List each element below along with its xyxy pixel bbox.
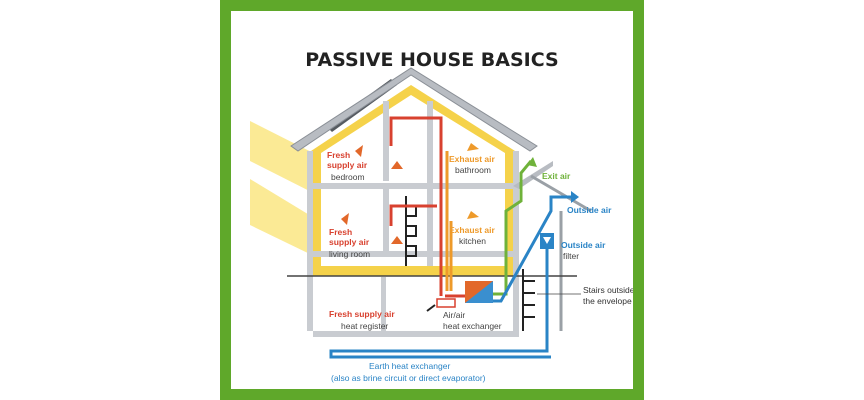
bedroom-label: bedroom <box>331 172 365 182</box>
stairs-label: Stairs outside the envelope <box>583 285 633 306</box>
insulation-envelope <box>311 85 515 276</box>
stairs-line: Stairs outside <box>583 285 633 295</box>
heat-exchanger-label-a: Air/air <box>443 310 465 320</box>
annex <box>513 161 592 331</box>
earth-exchanger-label: Earth heat exchanger <box>369 361 450 371</box>
heat-exchanger-diagonal <box>465 281 493 303</box>
stairs-line: the envelope <box>583 296 632 306</box>
bedroom-supply-line: Fresh <box>327 150 350 160</box>
outside-air-filter-label: Outside air <box>561 240 606 250</box>
exhaust-arrows <box>467 143 479 219</box>
stairs-outside <box>522 269 535 331</box>
kitchen-label: kitchen <box>459 236 486 246</box>
diagram-title: PASSIVE HOUSE BASICS <box>305 49 558 71</box>
exit-air-label: Exit air <box>542 171 571 181</box>
green-frame: PASSIVE HOUSE BASICS <box>220 0 644 400</box>
passive-house-diagram: PASSIVE HOUSE BASICS <box>250 49 635 383</box>
bathroom-label: bathroom <box>455 165 491 175</box>
bedroom-supply-line: supply air <box>327 160 368 170</box>
walls <box>307 101 519 337</box>
bath-exhaust-label: Exhaust air <box>449 154 496 164</box>
bedroom-supply-label: Fresh supply air <box>327 150 368 170</box>
living-supply-line: Fresh <box>329 227 352 237</box>
exhaust-ducts <box>445 151 453 291</box>
heat-register <box>436 298 456 308</box>
heat-exchanger-label-b: heat exchanger <box>443 321 502 331</box>
filter-label: filter <box>563 251 579 261</box>
outside-air-duct <box>329 195 571 359</box>
brine-note-label: (also as brine circuit or direct evapora… <box>331 373 486 383</box>
exit-arrow-icon <box>527 157 537 167</box>
outside-arrow-icon <box>571 191 579 203</box>
stairs-inside <box>405 196 417 266</box>
living-room-label: living room <box>329 249 370 259</box>
register-arrow-icon <box>426 304 436 312</box>
living-supply-label: Fresh supply air <box>329 227 370 247</box>
heat-register-label: heat register <box>341 321 388 331</box>
filter-icon <box>543 237 551 244</box>
roof <box>290 67 538 152</box>
kitchen-exhaust-label: Exhaust air <box>449 225 496 235</box>
flow-arrows <box>341 145 403 244</box>
fresh-register-label: Fresh supply air <box>329 309 395 319</box>
living-supply-line: supply air <box>329 237 370 247</box>
outside-air-label: Outside air <box>567 205 612 215</box>
